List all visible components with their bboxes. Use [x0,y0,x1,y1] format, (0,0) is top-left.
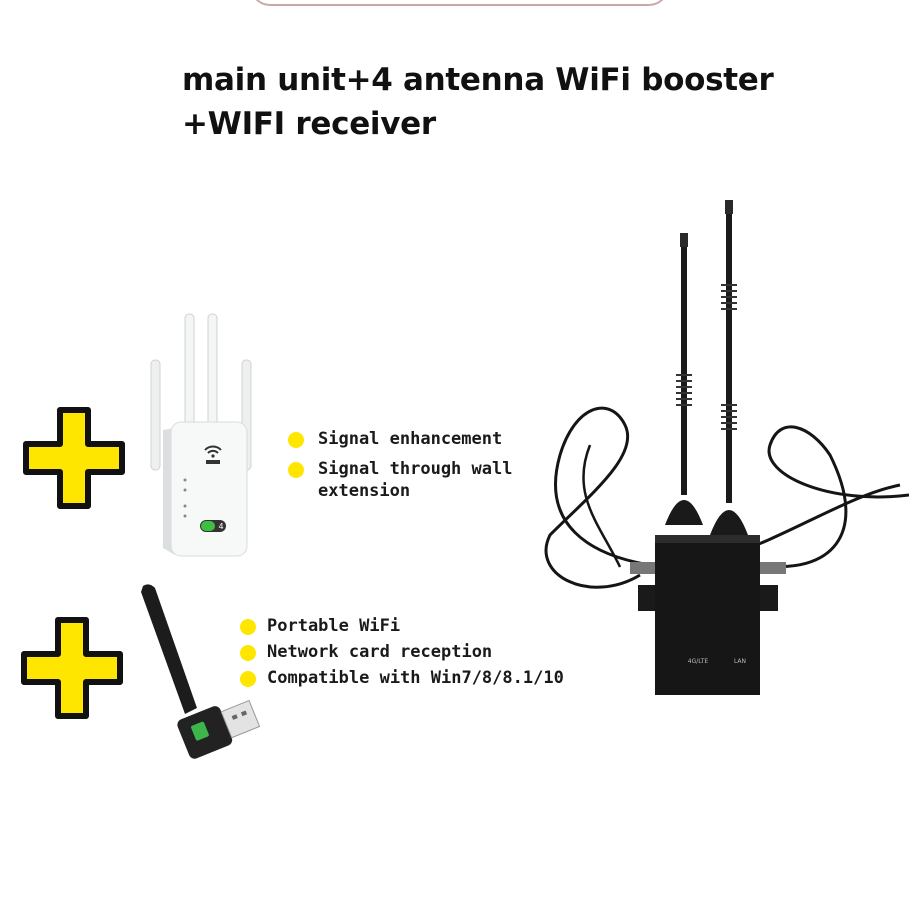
feature-compatible: Compatible with Win7/8/8.1/10 [267,668,564,688]
top-banner-edge [250,0,669,6]
plus-icon [21,617,123,719]
usb-wifi-adapter-image [141,584,261,759]
title-line-1: main unit+4 antenna WiFi booster [182,62,774,98]
feature-extension: extension [318,481,411,501]
feature-network-card: Network card reception [267,642,493,662]
router-port-label-2: LAN [734,658,746,665]
feature-signal-through-wall: Signal through wall [318,459,513,479]
bullet-icon [240,671,256,687]
title-line-2: +WIFI receiver [182,106,436,142]
feature-portable-wifi: Portable WiFi [267,616,401,636]
bullet-icon [240,619,256,635]
plus-icon [23,407,125,509]
router-image: 4G/LTE LAN [544,200,909,695]
adapter-feature-list: Portable WiFi Network card reception Com… [240,615,600,695]
bullet-icon [288,462,304,478]
booster-feature-list: Signal enhancement Signal through wall e… [288,428,548,508]
bullet-icon [240,645,256,661]
feature-signal-enhancement: Signal enhancement [318,429,503,449]
booster-badge: 4 [218,522,223,531]
page-title: main unit+4 antenna WiFi booster +WIFI r… [182,58,774,146]
bullet-icon [288,432,304,448]
wifi-booster-image: 4 [150,313,252,557]
router-port-label-1: 4G/LTE [688,658,709,665]
